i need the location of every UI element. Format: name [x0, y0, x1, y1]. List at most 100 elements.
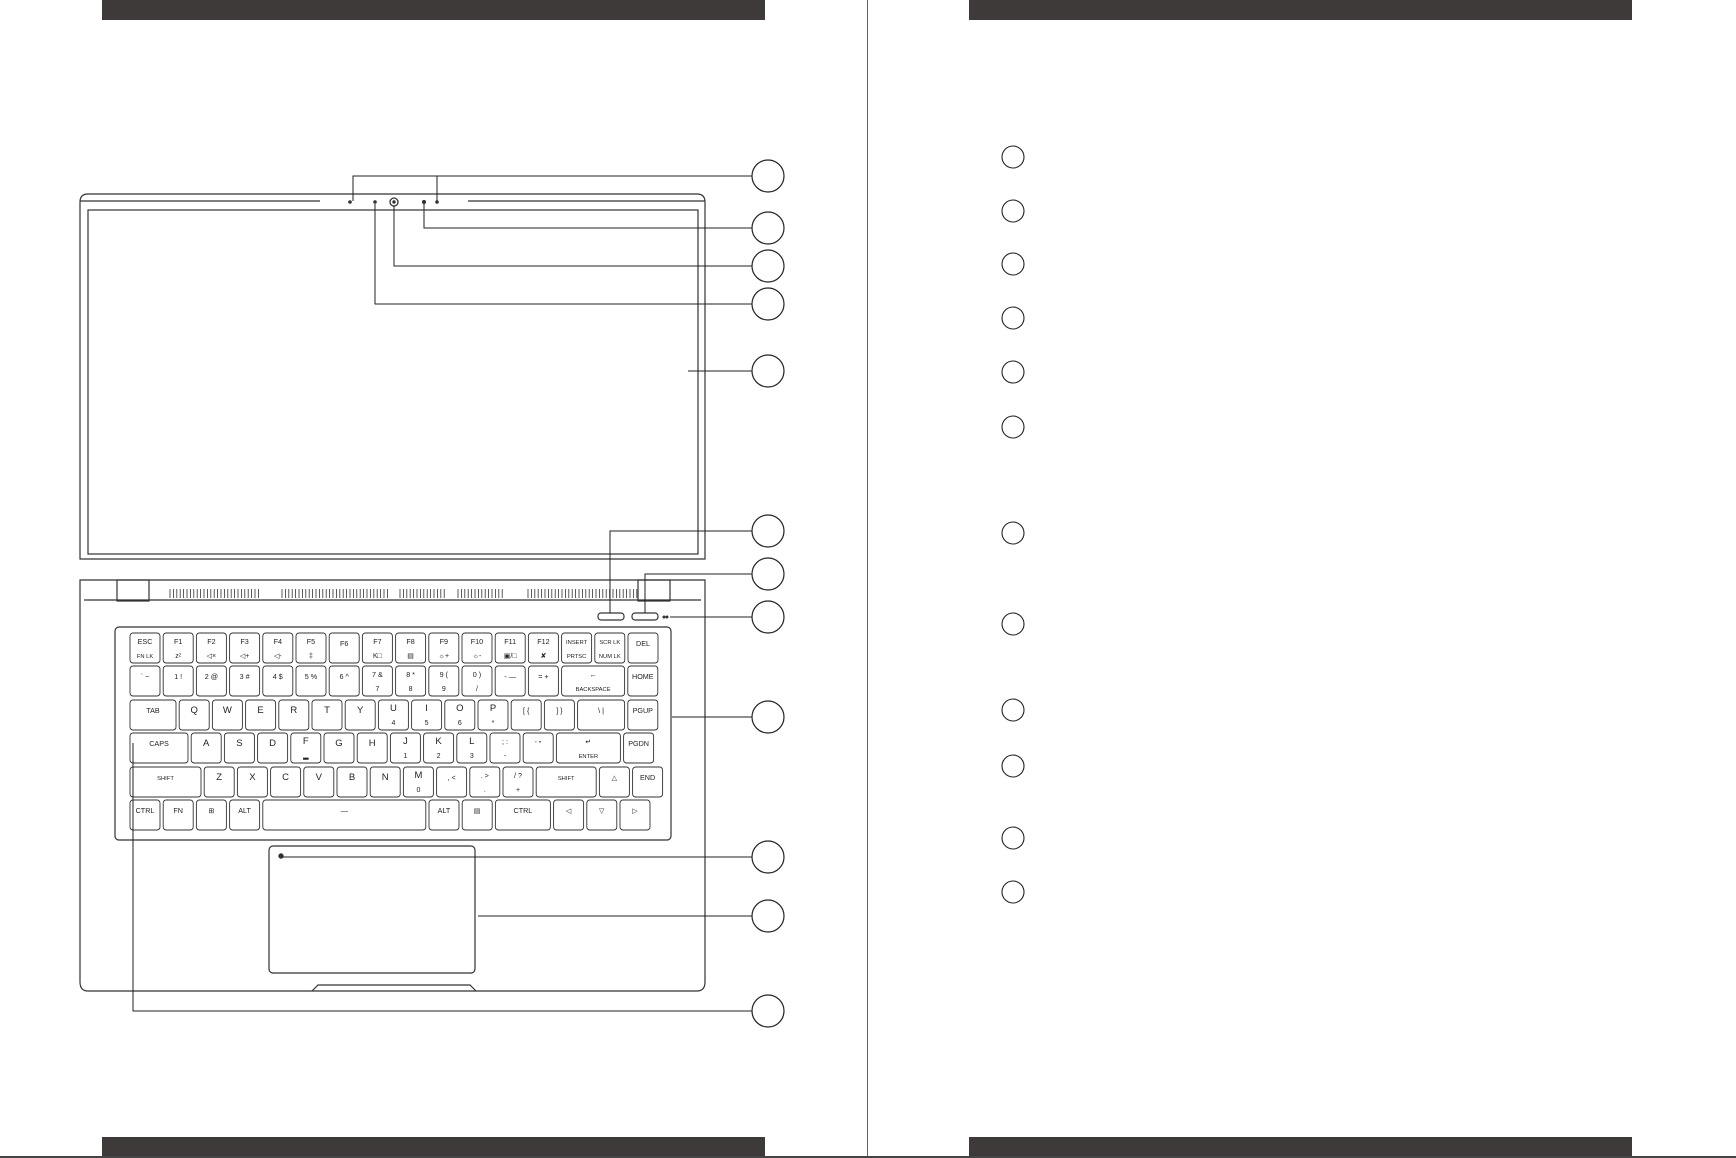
key-3-8: K2 [423, 732, 455, 764]
key-label: ▽ [599, 806, 605, 815]
key-label: D [269, 738, 276, 749]
key-label: 5 % [305, 672, 318, 681]
key-3-10: ; : - [489, 732, 521, 764]
key-label: ] } [556, 706, 563, 715]
legend-marker-9 [1001, 698, 1025, 722]
callout-10 [751, 840, 785, 874]
key-label: 0 ) [473, 670, 481, 679]
key-0-4: F4◁- [262, 632, 294, 664]
key-4-6: N [369, 766, 401, 798]
key-label: FN [173, 806, 183, 815]
key-label: 2 @ [205, 672, 218, 681]
key-label: SCR LK [599, 640, 620, 646]
speaker-grille [169, 589, 638, 598]
key-label: SHIFT [558, 776, 575, 782]
key-1-4: 4 $ [262, 665, 294, 697]
camera-led-left [373, 200, 377, 204]
key-sublabel: - [504, 753, 507, 760]
key-sublabel: ☼+ [439, 653, 450, 660]
key-3-11: ' " [522, 732, 554, 764]
callout-5 [751, 354, 785, 388]
key-2-5: T [311, 699, 343, 731]
key-0-7: F7K□ [361, 632, 393, 664]
leader-6 [609, 530, 752, 613]
callout-12 [751, 994, 785, 1028]
key-label: △ [612, 773, 618, 782]
key-4-12: △ [598, 766, 630, 798]
key-3-7: J1 [389, 732, 421, 764]
key-label: TAB [146, 706, 160, 715]
key-5-9: ▽ [586, 799, 618, 831]
key-label: — [341, 806, 349, 815]
leader-2 [423, 204, 752, 229]
key-label: ← [590, 670, 597, 679]
key-sublabel: * [492, 720, 495, 727]
key-label: 4 $ [273, 672, 283, 681]
key-label: CTRL [136, 806, 155, 815]
key-1-10: 0 )/ [461, 665, 493, 697]
key-label: HOME [632, 672, 654, 681]
key-label: ALT [438, 806, 451, 815]
key-1-12: = + [527, 665, 559, 697]
key-2-8: I5 [411, 699, 443, 731]
key-sublabel: 8 [409, 686, 413, 693]
key-1-6: 6 ^ [328, 665, 360, 697]
key-label: CTRL [514, 806, 533, 815]
page-fold-line [867, 0, 868, 1158]
key-0-6: F6 [328, 632, 360, 664]
key-label: INSERT [566, 640, 588, 646]
callout-2 [751, 211, 785, 245]
key-2-12: ] } [543, 699, 575, 731]
key-sublabel: ◁× [207, 653, 216, 660]
key-label: \ | [598, 706, 604, 715]
key-sublabel: zᶻ [175, 653, 182, 660]
legend-marker-2 [1001, 199, 1025, 223]
key-sublabel: 2 [437, 753, 441, 760]
mic-right [435, 200, 439, 204]
key-0-15: DEL [627, 632, 659, 664]
footer-bar-left [102, 1137, 765, 1158]
key-label: R [290, 705, 297, 716]
key-1-11: - — [494, 665, 526, 697]
laptop-base [79, 579, 706, 992]
laptop-screen [87, 209, 699, 555]
leader-7 [644, 573, 752, 613]
key-1-2: 2 @ [195, 665, 227, 697]
key-3-4: F▂ [290, 732, 322, 764]
key-label: F8 [406, 637, 414, 646]
key-1-0: ` ~ [129, 665, 161, 697]
key-label: SHIFT [157, 776, 174, 782]
key-label: / ? [514, 771, 522, 780]
key-label: W [223, 705, 232, 716]
key-sublabel: 4 [391, 720, 395, 727]
key-label: - — [504, 672, 516, 681]
key-3-13: PGDN [623, 732, 655, 764]
key-label: ; : [502, 737, 508, 746]
key-label: C [282, 772, 289, 783]
key-2-1: Q [178, 699, 210, 731]
legend-marker-3 [1001, 252, 1025, 276]
legend-marker-4 [1001, 306, 1025, 330]
callout-4 [751, 287, 785, 321]
camera-dot [392, 200, 396, 204]
key-label: B [349, 772, 355, 783]
key-label: Q [191, 705, 198, 716]
front-lip [311, 984, 477, 992]
key-label: M [414, 770, 422, 781]
callout-8 [751, 600, 785, 634]
callout-3 [751, 249, 785, 283]
key-3-5: G [323, 732, 355, 764]
key-label: A [203, 738, 210, 749]
key-sublabel: ENTER [579, 754, 599, 760]
key-label: ALT [238, 806, 251, 815]
key-label: F3 [240, 637, 248, 646]
key-4-4: V [303, 766, 335, 798]
keyboard-tray [114, 626, 672, 841]
key-5-6: ▤ [461, 799, 493, 831]
key-0-8: F8▤ [395, 632, 427, 664]
key-4-2: X [236, 766, 268, 798]
key-2-9: O6 [444, 699, 476, 731]
leader-3 [393, 206, 752, 267]
callout-6 [751, 514, 785, 548]
